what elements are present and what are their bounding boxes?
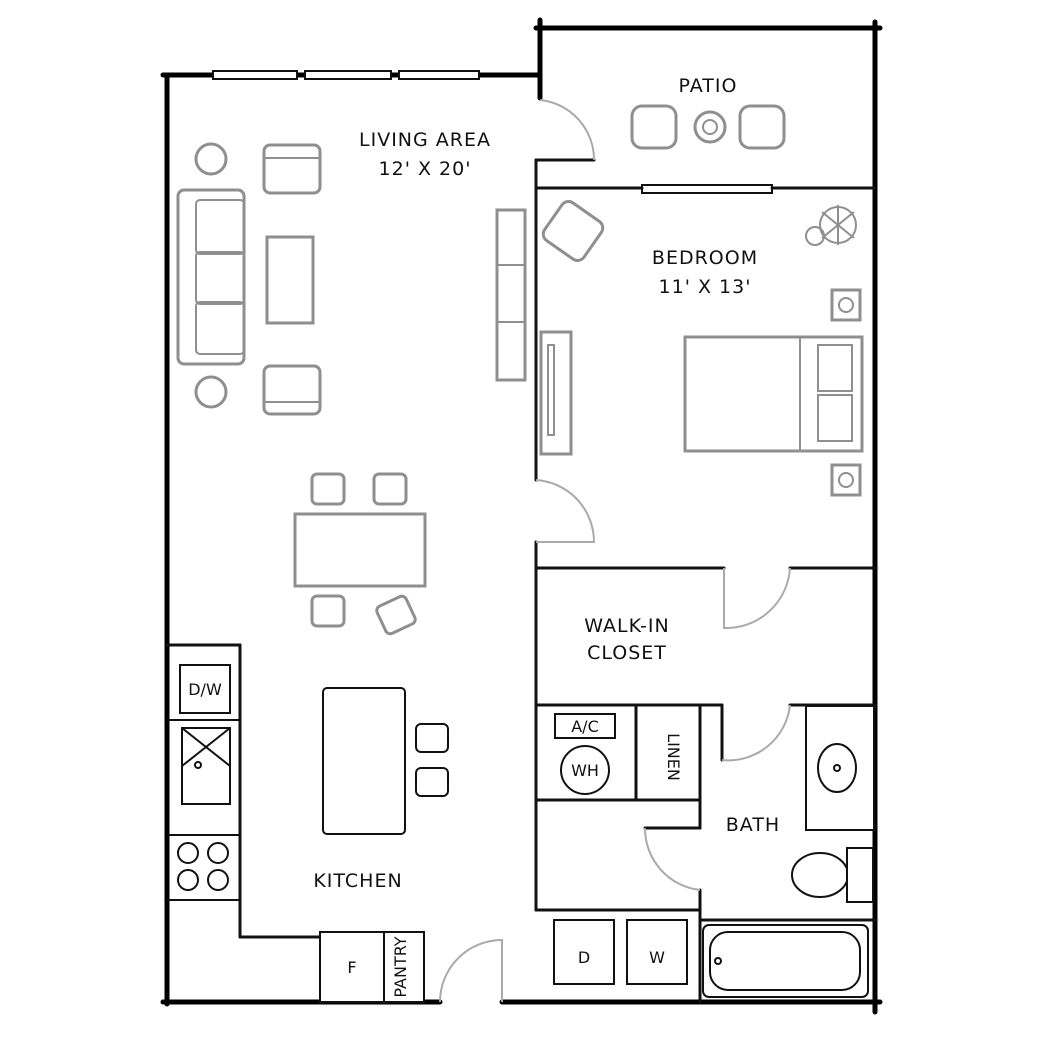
coffee-table xyxy=(265,235,315,325)
door-laundry-swing xyxy=(643,827,701,891)
sofa xyxy=(176,188,246,366)
dining-chair-4 xyxy=(375,594,417,636)
bedroom-label: BEDROOM xyxy=(652,247,758,269)
dryer xyxy=(553,919,615,985)
ac-unit xyxy=(554,713,616,739)
dining-table xyxy=(293,512,427,588)
kitchen-fixtures xyxy=(167,664,449,1003)
fridge-label: F xyxy=(347,958,356,977)
living-area-dims: 12' X 20' xyxy=(379,158,472,180)
door-bath-swing xyxy=(721,704,791,762)
toilet xyxy=(791,852,849,898)
bathtub xyxy=(702,924,869,998)
room-labels: PATIO LIVING AREA 12' X 20' BEDROOM 11' … xyxy=(313,75,780,892)
fixture-labels: D/W A/C WH LINEN F PANTRY D W xyxy=(188,680,683,998)
bar-stool-1 xyxy=(415,723,449,753)
patio-table xyxy=(693,110,727,144)
side-table-top xyxy=(194,142,228,176)
linen-label: LINEN xyxy=(664,733,683,781)
tv-console xyxy=(495,208,527,382)
doors xyxy=(439,99,791,1003)
patio-chair-left xyxy=(630,104,678,150)
interior-walls xyxy=(165,158,877,1004)
bedroom-dims: 11' X 13' xyxy=(659,276,752,298)
closet-label-line2: CLOSET xyxy=(587,642,667,664)
bedroom-furniture xyxy=(539,200,864,497)
washer xyxy=(626,919,688,985)
sink xyxy=(181,727,231,805)
closet-label-line1: WALK-IN xyxy=(584,615,669,637)
pantry xyxy=(383,931,425,1003)
door-entry-swing xyxy=(439,938,503,1003)
ac-label: A/C xyxy=(571,717,599,736)
living-area-label: LIVING AREA xyxy=(359,129,491,151)
window-bedroom xyxy=(641,184,773,194)
dishwasher xyxy=(179,664,231,714)
nightstand-bottom xyxy=(830,463,862,497)
dryer-label: D xyxy=(578,948,590,967)
bar-stool-2 xyxy=(415,767,449,797)
kitchen-label: KITCHEN xyxy=(313,870,402,892)
bath-label: BATH xyxy=(726,814,780,836)
plant-icon xyxy=(805,205,857,246)
nightstand-top xyxy=(830,288,862,322)
window-living-2 xyxy=(304,70,392,80)
kitchen-island xyxy=(322,687,406,835)
window-living-3 xyxy=(398,70,480,80)
patio-chair-right xyxy=(738,104,786,150)
toilet-tank xyxy=(846,847,874,903)
utility-fixtures xyxy=(553,713,688,985)
bedroom-chair xyxy=(541,200,605,262)
water-heater xyxy=(560,745,610,795)
side-table-bottom xyxy=(194,375,228,409)
pantry-label: PANTRY xyxy=(391,936,410,997)
armchair-top xyxy=(262,143,322,195)
door-bedroom-swing xyxy=(535,479,596,543)
dresser xyxy=(539,330,573,456)
dishwasher-label: D/W xyxy=(188,680,222,699)
patio-label: PATIO xyxy=(679,75,738,97)
dining-chair-2 xyxy=(372,472,408,506)
fridge xyxy=(319,931,385,1003)
door-closet-swing xyxy=(723,567,791,630)
washer-label: W xyxy=(649,948,665,967)
stove xyxy=(177,842,229,891)
patio-furniture xyxy=(630,104,786,150)
dining-chair-1 xyxy=(310,472,346,506)
water-heater-label: WH xyxy=(571,761,599,780)
living-furniture xyxy=(176,142,527,636)
bed xyxy=(683,335,864,453)
bath-fixtures xyxy=(702,705,875,998)
armchair-bottom xyxy=(262,364,322,416)
door-patio-swing xyxy=(539,99,596,161)
dining-chair-3 xyxy=(310,594,346,628)
window-living-1 xyxy=(212,70,298,80)
